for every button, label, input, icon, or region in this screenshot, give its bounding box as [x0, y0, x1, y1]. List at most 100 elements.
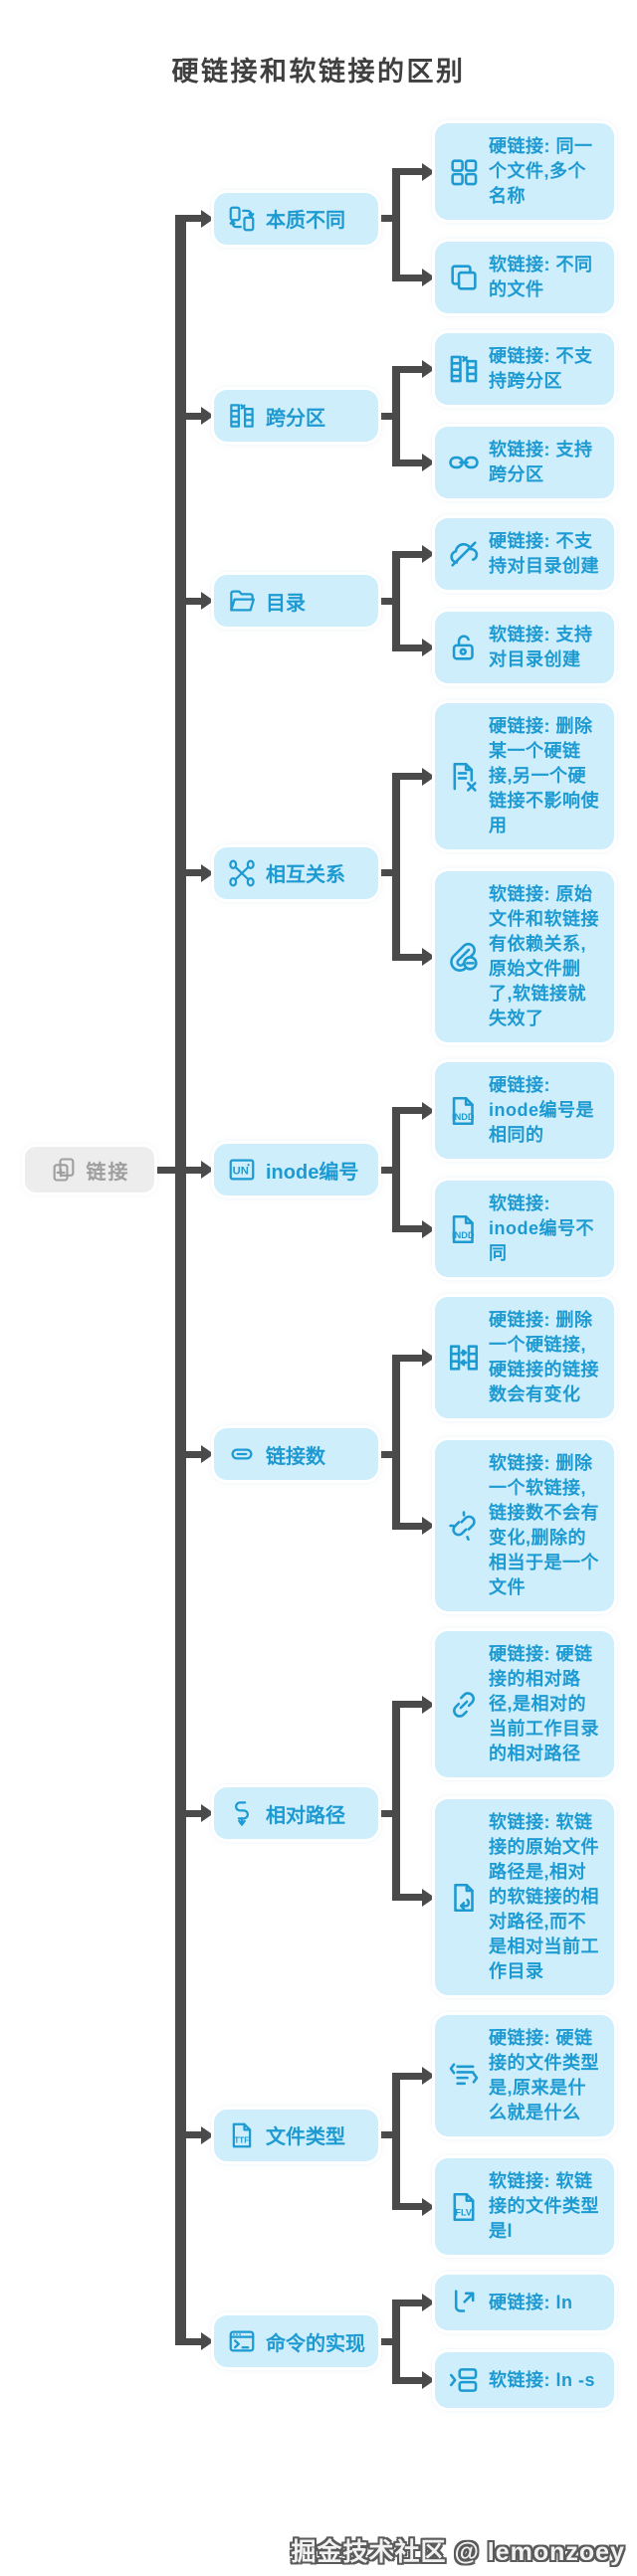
leaf-label: 软链接: 删除一个软链接,链接数不会有变化,删除的相当于是一个文件 [489, 1453, 599, 1597]
branch-group: 跨分区 硬链接: 不支持跨分区 软链接: 支持跨分区 [214, 333, 614, 498]
branch-group: 本质不同 硬链接: 同一个文件,多个名称 软链接: 不同的文件 [214, 123, 614, 313]
leaf-label: 硬链接: 硬链接的文件类型是,原来是什么就是什么 [489, 2028, 599, 2122]
branch-group: TTF 文件类型 硬链接: 硬链接的文件类型是,原来是什么就是什么 FLV 软链… [214, 2015, 614, 2255]
leaf-node[interactable]: 软链接: 支持跨分区 [435, 427, 614, 498]
leaf-node[interactable]: 硬链接: 硬链接的相对路径,是相对的当前工作目录的相对路径 [435, 1631, 614, 1777]
leaf-label: 硬链接: 删除一个硬链接,硬链接的链接数会有变化 [489, 1310, 599, 1404]
leaf-node[interactable]: 硬链接: 同一个文件,多个名称 [435, 123, 614, 220]
branch-node[interactable]: 跨分区 [214, 390, 378, 442]
connector-arrow [201, 2125, 214, 2144]
split-shapes-icon [447, 2363, 481, 2397]
branch-node[interactable]: 链接数 [214, 1428, 378, 1480]
unlink-icon [447, 1509, 481, 1543]
connector-arrow [201, 1445, 214, 1463]
branch-label: 命令的实现 [266, 2332, 365, 2355]
route-icon [227, 1798, 257, 1828]
paperclip-minus-icon [447, 940, 481, 974]
leaf-node[interactable]: 软链接: 删除一个软链接,链接数不会有变化,删除的相当于是一个文件 [435, 1440, 614, 1611]
leaf-stack: INDD 硬链接: inode编号是相同的 INDD 软链接: inode编号不… [435, 1062, 614, 1277]
branch-groups: 本质不同 硬链接: 同一个文件,多个名称 软链接: 不同的文件 跨分区 硬链接:… [214, 123, 614, 2408]
leaf-node[interactable]: 硬链接: 硬链接的文件类型是,原来是什么就是什么 [435, 2015, 614, 2136]
connector-arrow [201, 863, 214, 882]
leaf-node[interactable]: 软链接: 软链接的原始文件路径是,相对的软链接的相对路径,而不是相对当前工作目录 [435, 1799, 614, 1995]
branch-group: UN inode编号 INDD 硬链接: inode编号是相同的 INDD 软链… [214, 1062, 614, 1277]
leaf-label: 硬链接: ln [489, 2292, 573, 2312]
leaf-node[interactable]: INDD 硬链接: inode编号是相同的 [435, 1062, 614, 1159]
leaf-node[interactable]: FLV 软链接: 软链接的文件类型是l [435, 2158, 614, 2255]
branch-label: inode编号 [266, 1161, 359, 1184]
branch-label: 相对路径 [266, 1804, 345, 1827]
leaf-stack: 硬链接: 不支持对目录创建 软链接: 支持对目录创建 [435, 518, 614, 683]
branch-label: 目录 [266, 592, 306, 615]
leaf-node[interactable]: 软链接: 支持对目录创建 [435, 612, 614, 683]
connector-arrow [422, 269, 435, 286]
leaf-node[interactable]: 硬链接: 不支持对目录创建 [435, 518, 614, 590]
terminal-icon [227, 2326, 257, 2356]
connector-arrow [422, 1695, 435, 1714]
leaf-stack: 硬链接: 不支持跨分区 软链接: 支持跨分区 [435, 333, 614, 498]
leaf-node[interactable]: 软链接: ln -s [435, 2352, 614, 2408]
connector-arrow [422, 1349, 435, 1367]
connector-arrow [201, 592, 214, 610]
leaf-label: 软链接: 原始文件和软链接有依赖关系,原始文件删了,软链接就失效了 [489, 884, 599, 1028]
leaf-label: 硬链接: 不支持对目录创建 [489, 531, 599, 576]
connector-arrow [422, 162, 435, 181]
connector-arrow [422, 1888, 435, 1907]
leaf-stack: 硬链接: 硬链接的相对路径,是相对的当前工作目录的相对路径 软链接: 软链接的原… [435, 1631, 614, 1995]
branch-node[interactable]: 相互关系 [214, 846, 378, 899]
ttf-file-icon: TTF [227, 2120, 257, 2150]
branch-label: 本质不同 [266, 210, 345, 232]
leaf-label: 软链接: 软链接的原始文件路径是,相对的软链接的相对路径,而不是相对当前工作目录 [489, 1812, 599, 1981]
indd-file-icon: INDD [447, 1094, 481, 1128]
swap-pages-icon [227, 204, 257, 234]
leaf-label: 硬链接: inode编号是相同的 [489, 1075, 594, 1145]
leaf-label: 硬链接: 删除某一个硬链接,另一个硬链接不影响使用 [489, 716, 599, 835]
branch-group: 命令的实现 硬链接: ln 软链接: ln -s [214, 2275, 614, 2408]
leaf-label: 硬链接: 硬链接的相对路径,是相对的当前工作目录的相对路径 [489, 1644, 599, 1763]
stacked-pages-icon [447, 261, 481, 294]
branch-label: 文件类型 [266, 2126, 345, 2148]
chain-links-icon [447, 446, 481, 479]
flv-file-icon: FLV [447, 2190, 481, 2224]
branch-node[interactable]: TTF 文件类型 [214, 2109, 378, 2161]
svg-text:FLV: FLV [455, 2207, 473, 2217]
branch-label: 链接数 [266, 1445, 325, 1468]
root-label: 链接 [86, 1161, 130, 1184]
leaf-node[interactable]: 软链接: 不同的文件 [435, 242, 614, 313]
leaf-node[interactable]: INDD 软链接: inode编号不同 [435, 1181, 614, 1277]
grid-copies-icon [447, 155, 481, 189]
connector-arrow [422, 2371, 435, 2389]
connector-arrow [422, 767, 435, 786]
leaf-label: 软链接: inode编号不同 [489, 1194, 594, 1263]
svg-text:INDD: INDD [452, 1230, 475, 1240]
leaf-node[interactable]: 硬链接: 不支持跨分区 [435, 333, 614, 405]
connector-arrow [422, 360, 435, 378]
chain-link-icon [447, 1688, 481, 1722]
table-shift-icon [447, 1341, 481, 1375]
root-node[interactable]: 链接 [25, 1147, 154, 1193]
branch-node[interactable]: 命令的实现 [214, 2315, 378, 2367]
leaf-node[interactable]: 硬链接: ln [435, 2275, 614, 2330]
leaf-label: 硬链接: 不支持跨分区 [489, 346, 593, 391]
branch-node[interactable]: 本质不同 [214, 192, 378, 245]
branch-label: 跨分区 [266, 407, 325, 430]
connector-arrow [422, 948, 435, 966]
branch-node[interactable]: UN inode编号 [214, 1144, 378, 1196]
connector-arrow [422, 1219, 435, 1238]
leaf-node[interactable]: 软链接: 原始文件和软链接有依赖关系,原始文件删了,软链接就失效了 [435, 871, 614, 1042]
leaf-label: 软链接: 不同的文件 [489, 255, 593, 299]
leaf-stack: 硬链接: 删除一个硬链接,硬链接的链接数会有变化 软链接: 删除一个软链接,链接… [435, 1297, 614, 1611]
branch-node[interactable]: 目录 [214, 575, 378, 627]
leaf-node[interactable]: 硬链接: 删除某一个硬链接,另一个硬链接不影响使用 [435, 703, 614, 849]
connector-arrow [422, 1517, 435, 1535]
leaf-node[interactable]: 硬链接: 删除一个硬链接,硬链接的链接数会有变化 [435, 1297, 614, 1418]
leaf-label: 软链接: 支持对目录创建 [489, 625, 593, 669]
connector-arrow [422, 2067, 435, 2085]
corner-arrow-icon [447, 2286, 481, 2319]
connector-arrow [201, 1804, 214, 1822]
connector-arrow [422, 2197, 435, 2216]
link-icon [227, 1439, 257, 1469]
branch-node[interactable]: 相对路径 [214, 1787, 378, 1839]
